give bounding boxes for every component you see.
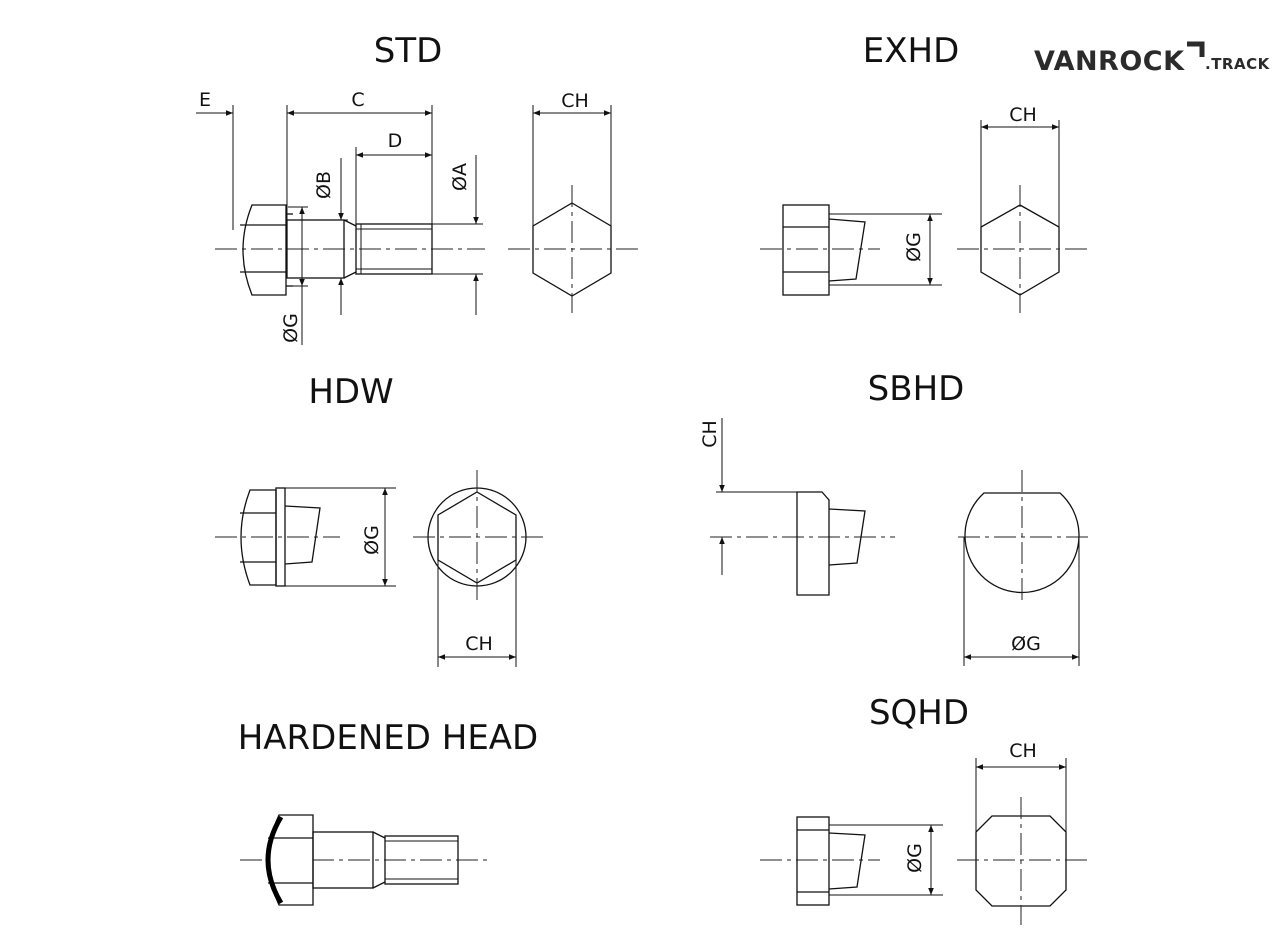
dim-std-d: D [388,130,403,152]
sbhd-side-view [710,418,895,596]
title-exhd: EXHD [863,31,960,71]
title-sbhd: SBHD [868,369,965,409]
title-std: STD [374,31,443,71]
logo-wordmark: VANROCK [1034,46,1185,77]
hdw-side-view [215,487,396,587]
title-sqhd: SQHD [869,693,969,733]
dim-std-g: ØG [280,313,302,343]
vanrock-logo: VANROCK .TRACK [1034,41,1271,77]
sbhd-end-view [958,470,1090,666]
dim-exhd-ch: CH [1009,104,1037,126]
dim-sbhd-g: ØG [1011,633,1041,655]
title-hardened-head: HARDENED HEAD [238,718,539,758]
logo-suffix: .TRACK [1205,55,1271,73]
title-hdw: HDW [308,372,393,412]
dim-hdw-ch: CH [465,633,493,655]
std-end-view [508,105,638,313]
dim-std-a: ØA [449,163,471,191]
dim-sqhd-g: ØG [904,843,926,873]
dim-std-ch: CH [561,90,589,112]
std-side-view [196,105,485,345]
exhd-side-view [760,204,942,296]
dim-sqhd-ch: CH [1009,740,1037,762]
dim-exhd-g: ØG [903,232,925,262]
dim-std-e: E [199,89,211,111]
hdw-end-view [413,470,543,667]
dim-sbhd-ch: CH [699,420,721,448]
hardened-head-side-view [240,814,488,906]
dim-std-b: ØB [313,171,335,199]
sqhd-side-view [760,816,943,906]
exhd-end-view [957,120,1087,313]
logo-arrow-icon [1187,41,1205,57]
dim-std-c: C [351,89,364,111]
dim-hdw-g: ØG [361,525,383,555]
sqhd-end-view [957,758,1087,925]
